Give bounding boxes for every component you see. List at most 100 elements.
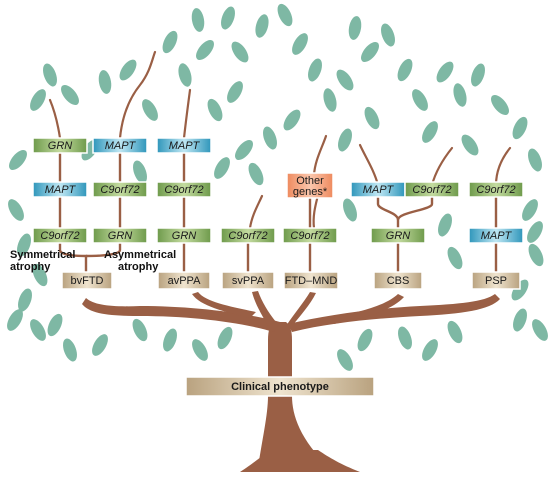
leaf xyxy=(98,70,112,94)
leaf xyxy=(412,89,428,111)
gene-label: C9orf72 xyxy=(476,184,515,196)
leaf xyxy=(162,30,178,54)
phenotype-box-cbs xyxy=(373,271,423,290)
gene-box-c9orf72 xyxy=(404,181,460,198)
gene-box-mapt xyxy=(468,227,524,244)
clinical-phenotype-box xyxy=(185,376,375,397)
leaf xyxy=(336,69,354,91)
gene-box-c9orf72 xyxy=(32,227,88,244)
leaf xyxy=(221,6,235,30)
gene-label: C9orf72 xyxy=(100,184,139,196)
gene-label: C9orf72 xyxy=(290,230,329,242)
leaf xyxy=(207,98,223,122)
gene-box-mapt xyxy=(156,137,212,154)
leaf xyxy=(163,328,177,352)
leaf xyxy=(357,328,373,352)
leaf xyxy=(196,40,214,60)
leaf xyxy=(337,349,353,371)
leaf xyxy=(364,106,380,130)
leaf xyxy=(338,128,352,152)
leaf xyxy=(397,58,413,82)
tree-trunk xyxy=(82,291,500,472)
leaf xyxy=(491,95,509,115)
asymmetrical-atrophy-line-2: atrophy xyxy=(118,261,159,273)
branch-svppa xyxy=(252,291,276,326)
twig xyxy=(182,88,192,140)
phenotype-box-psp xyxy=(471,271,521,290)
gene-label: MAPT xyxy=(169,140,201,152)
leaf xyxy=(438,213,452,237)
leaf xyxy=(447,246,463,270)
leaf xyxy=(32,263,48,287)
phenotype-box-bvftd xyxy=(61,271,113,290)
leaf xyxy=(527,221,543,243)
gene-box-grn xyxy=(32,137,88,154)
leaf xyxy=(381,23,395,47)
phenotype-label: CBS xyxy=(387,275,410,287)
other-genes-line-1: Other xyxy=(296,175,324,187)
connector xyxy=(58,242,88,272)
leaf xyxy=(227,81,243,103)
branch-ftdmnd xyxy=(286,292,316,326)
gene-box-c9orf72 xyxy=(468,181,524,198)
connector xyxy=(396,196,434,221)
gene-label: MAPT xyxy=(363,184,395,196)
leaf xyxy=(511,279,529,301)
twig xyxy=(48,98,62,140)
phenotype-box-ftdmnd xyxy=(283,271,339,290)
leaf xyxy=(532,319,548,341)
leaf xyxy=(8,199,24,221)
leaf xyxy=(142,99,158,121)
twig xyxy=(358,143,380,187)
phenotype-label: bvFTD xyxy=(71,275,104,287)
leaf xyxy=(422,121,438,143)
root-flare xyxy=(240,450,360,472)
gene-box-grn xyxy=(156,227,212,244)
leaves xyxy=(7,3,548,371)
leaf xyxy=(43,63,57,87)
connector xyxy=(85,242,122,258)
gene-box-grn xyxy=(370,227,426,244)
branch-avppa xyxy=(192,292,256,318)
leaf xyxy=(119,59,137,81)
leaf xyxy=(214,157,230,179)
leaf xyxy=(30,89,46,111)
twig xyxy=(312,134,328,177)
gene-box-grn xyxy=(92,227,148,244)
gene-label: GRN xyxy=(172,230,197,242)
leaf xyxy=(7,309,23,331)
connector xyxy=(376,196,400,228)
gene-box-c9orf72 xyxy=(92,181,148,198)
trunk xyxy=(258,322,330,468)
gene-label: C9orf72 xyxy=(412,184,451,196)
leaf xyxy=(436,61,454,83)
twig xyxy=(430,146,454,187)
leaf xyxy=(398,326,412,350)
gene-box-mapt xyxy=(92,137,148,154)
leaf xyxy=(217,326,233,350)
leaf xyxy=(348,16,362,40)
branch-cbs xyxy=(330,294,404,324)
phenotype-box-svppa xyxy=(221,271,275,290)
symmetrical-atrophy-line-1: Symmetrical xyxy=(10,249,75,261)
leaf xyxy=(30,319,46,341)
phenotype-label: PSP xyxy=(485,275,507,287)
leaf xyxy=(422,339,438,361)
gene-label: GRN xyxy=(108,230,133,242)
leaf xyxy=(453,83,467,107)
twig xyxy=(494,146,512,187)
leaf xyxy=(192,339,208,361)
leaf xyxy=(461,134,479,156)
asymmetrical-atrophy-line-1: Asymmetrical xyxy=(104,249,176,261)
leaf xyxy=(343,198,357,222)
clinical-phenotype-label: Clinical phenotype xyxy=(231,381,329,393)
gene-box-c9orf72 xyxy=(156,181,212,198)
symmetrical-atrophy-line-2: atrophy xyxy=(10,261,51,273)
phenotype-box-avppa xyxy=(157,271,211,290)
leaf xyxy=(528,148,542,172)
gene-label: C9orf72 xyxy=(228,230,267,242)
leaf xyxy=(17,233,31,257)
gene-label: GRN xyxy=(48,140,73,152)
phenotype-label: FTD–MND xyxy=(285,275,338,287)
